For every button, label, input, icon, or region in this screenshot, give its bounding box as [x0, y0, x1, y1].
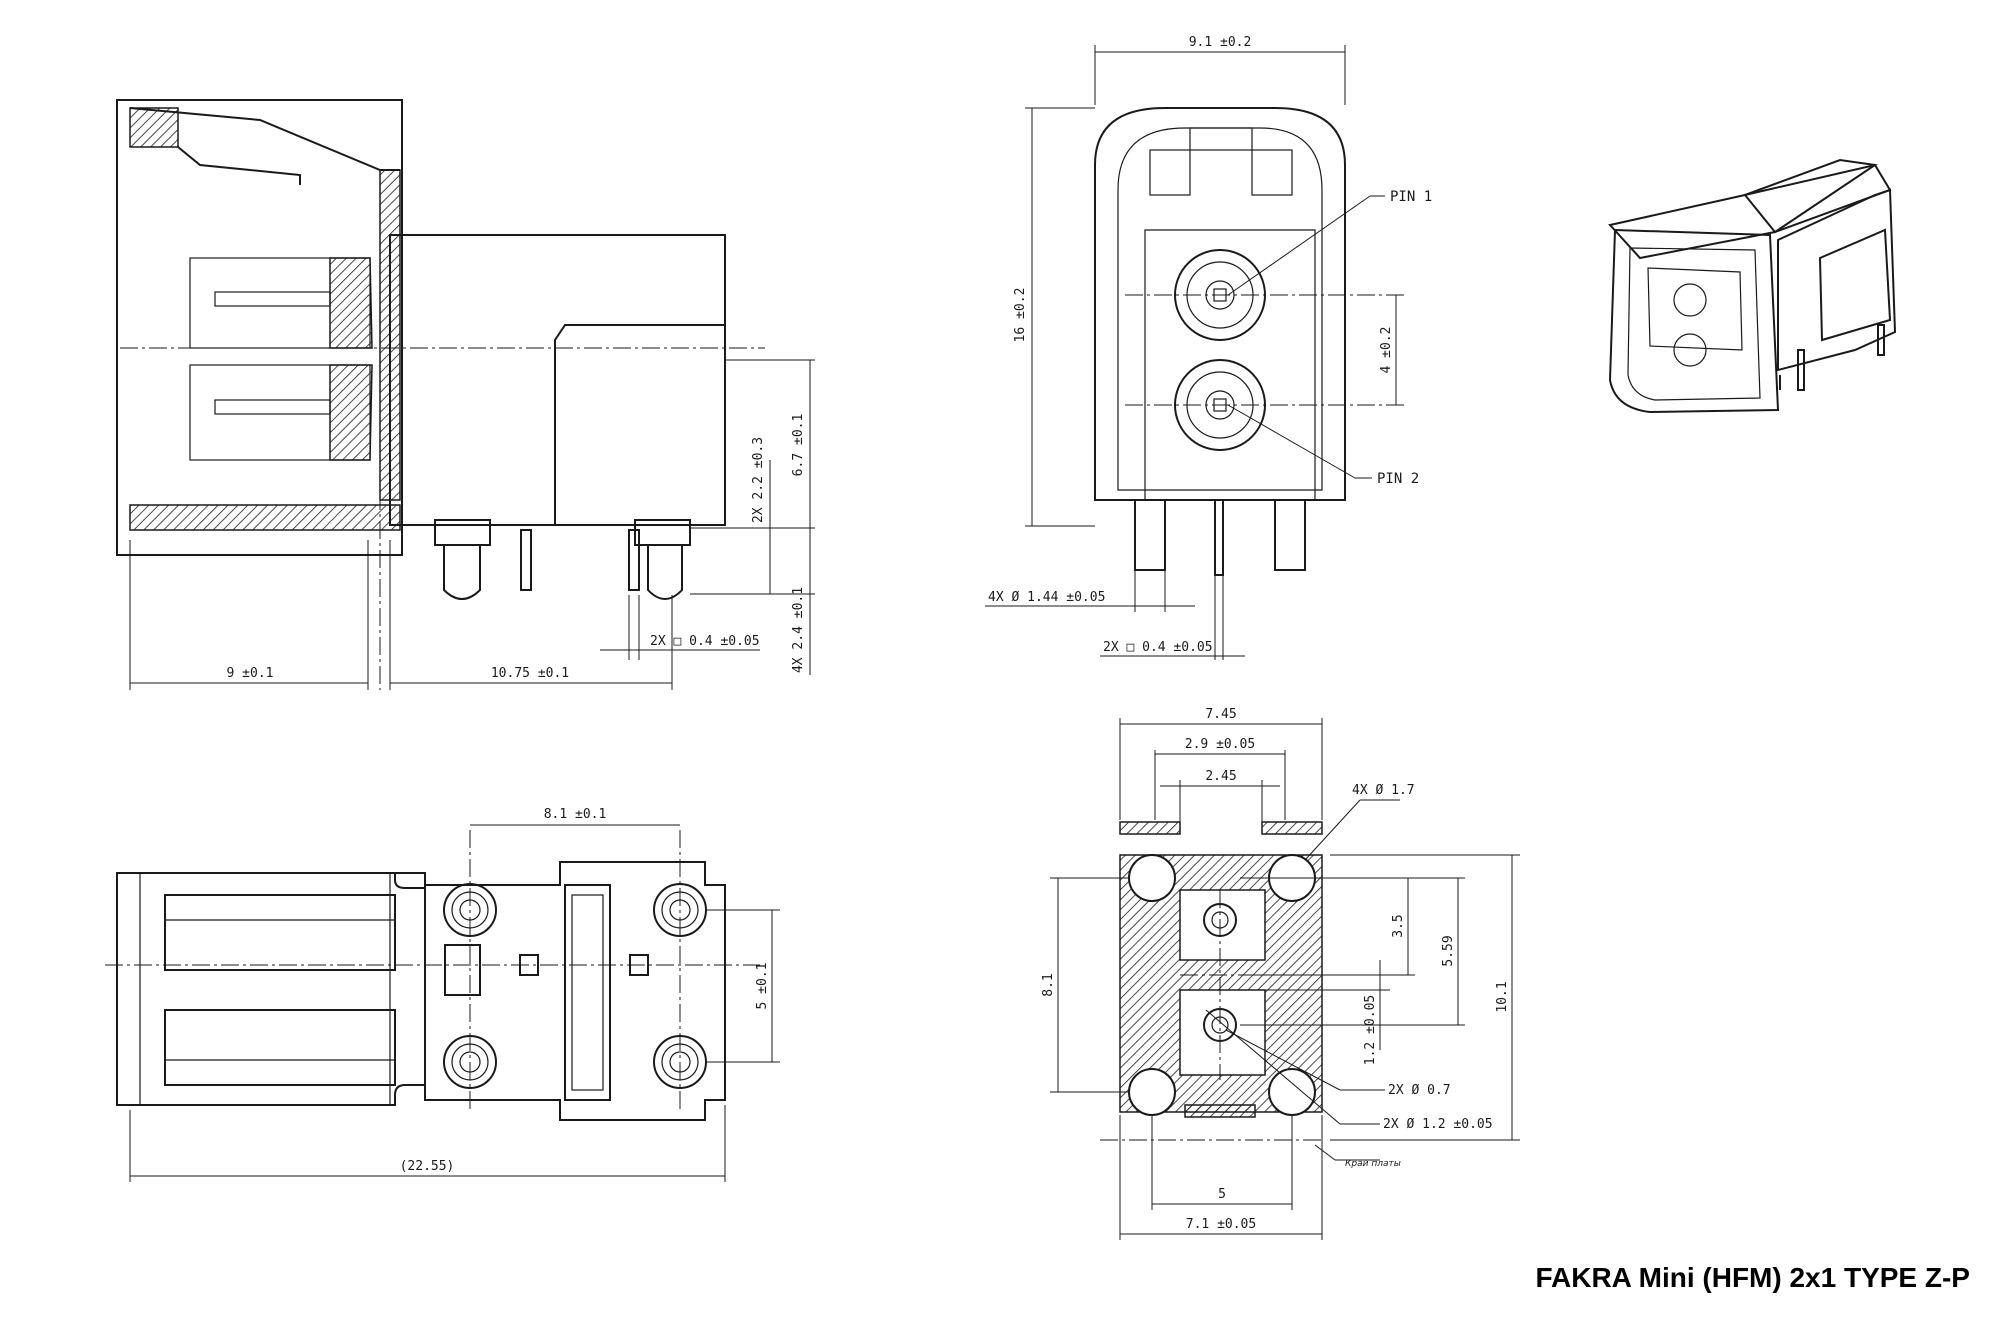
fp-dim-2x-0-7: 2X Ø 0.7	[1388, 1083, 1451, 1098]
dim-9-1: 9.1 ±0.2	[1189, 35, 1252, 50]
dim-9: 9 ±0.1	[227, 666, 274, 681]
dim-pin-square-side: 2X □ 0.4 ±0.05	[650, 634, 760, 649]
front-view: PIN 1 PIN 2 9.1 ±0.2 16 ±0.2 4 ±0.2 4X Ø…	[985, 35, 1432, 660]
fp-dim-3-5: 3.5	[1391, 914, 1406, 937]
fp-dim-5-59: 5.59	[1441, 935, 1456, 966]
dim-4: 4 ±0.2	[1379, 327, 1394, 374]
dim-2-2: 2X 2.2 ±0.3	[751, 437, 766, 523]
dim-6-7: 6.7 ±0.1	[791, 414, 806, 477]
dim-pin-square-front: 2X □ 0.4 ±0.05	[1103, 640, 1213, 655]
fp-dim-10-1: 10.1	[1495, 981, 1510, 1012]
dim-5: 5 ±0.1	[755, 963, 770, 1010]
side-section-view: 9 ±0.1 10.75 ±0.1 6.7 ±0.1 2X 2.2 ±0.3 4…	[116, 99, 815, 690]
board-edge-label: Край платы	[1345, 1159, 1401, 1169]
fp-dim-2-45: 2.45	[1205, 769, 1236, 784]
dim-2-4: 4X 2.4 ±0.1	[791, 587, 806, 673]
dim-22-55: (22.55)	[400, 1159, 455, 1174]
fp-dim-2-9: 2.9 ±0.05	[1185, 737, 1255, 752]
fp-dim-4x-1-7: 4X Ø 1.7	[1352, 783, 1415, 798]
pin-1-label: PIN 1	[1390, 189, 1432, 205]
bottom-view: 8.1 ±0.1 5 ±0.1 (22.55)	[105, 807, 780, 1182]
fp-dim-2x-1-2: 2X Ø 1.2 ±0.05	[1383, 1117, 1493, 1132]
fp-dim-8-1: 8.1	[1041, 973, 1056, 996]
isometric-view	[1608, 158, 1897, 414]
dim-10-75: 10.75 ±0.1	[491, 666, 569, 681]
drawing-title: FAKRA Mini (HFM) 2x1 TYPE Z-P	[1535, 1262, 1970, 1293]
fp-dim-7-45: 7.45	[1205, 707, 1236, 722]
dim-8-1: 8.1 ±0.1	[544, 807, 607, 822]
dim-16: 16 ±0.2	[1013, 288, 1028, 343]
pcb-footprint: 7.45 2.9 ±0.05 2.45 4X Ø 1.7 8.1 3.5 5.5…	[1041, 707, 1520, 1240]
fp-dim-7-1: 7.1 ±0.05	[1186, 1217, 1256, 1232]
pin-2-label: PIN 2	[1377, 471, 1419, 487]
fp-dim-1-2: 1.2 ±0.05	[1363, 995, 1378, 1065]
dim-diameter-1-44: 4X Ø 1.44 ±0.05	[988, 590, 1105, 605]
fp-dim-5: 5	[1218, 1187, 1226, 1202]
